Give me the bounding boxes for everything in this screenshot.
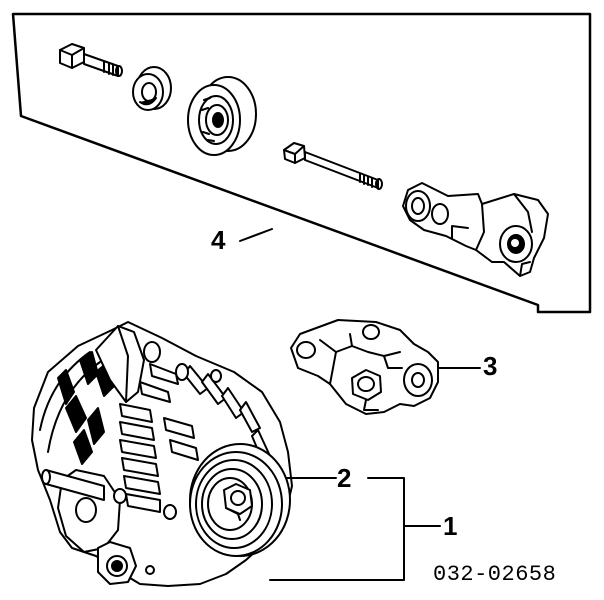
leader-bracket-1	[269, 477, 405, 581]
stay-bracket-icon	[290, 319, 439, 415]
flange-bolt-icon	[59, 43, 123, 77]
callout-3: 3	[483, 351, 498, 381]
through-bolt-icon	[283, 142, 383, 190]
inset-frame	[11, 12, 592, 314]
leader-line-4	[239, 228, 273, 242]
callout-1: 1	[443, 511, 458, 541]
bearing-icon	[187, 76, 257, 156]
diagram-code: 032-02658	[433, 562, 557, 587]
pulley-icon	[189, 443, 291, 557]
callout-4: 4	[211, 225, 226, 255]
bracket-icon	[402, 182, 549, 277]
callout-2: 2	[337, 463, 352, 493]
collar-icon	[132, 66, 172, 111]
